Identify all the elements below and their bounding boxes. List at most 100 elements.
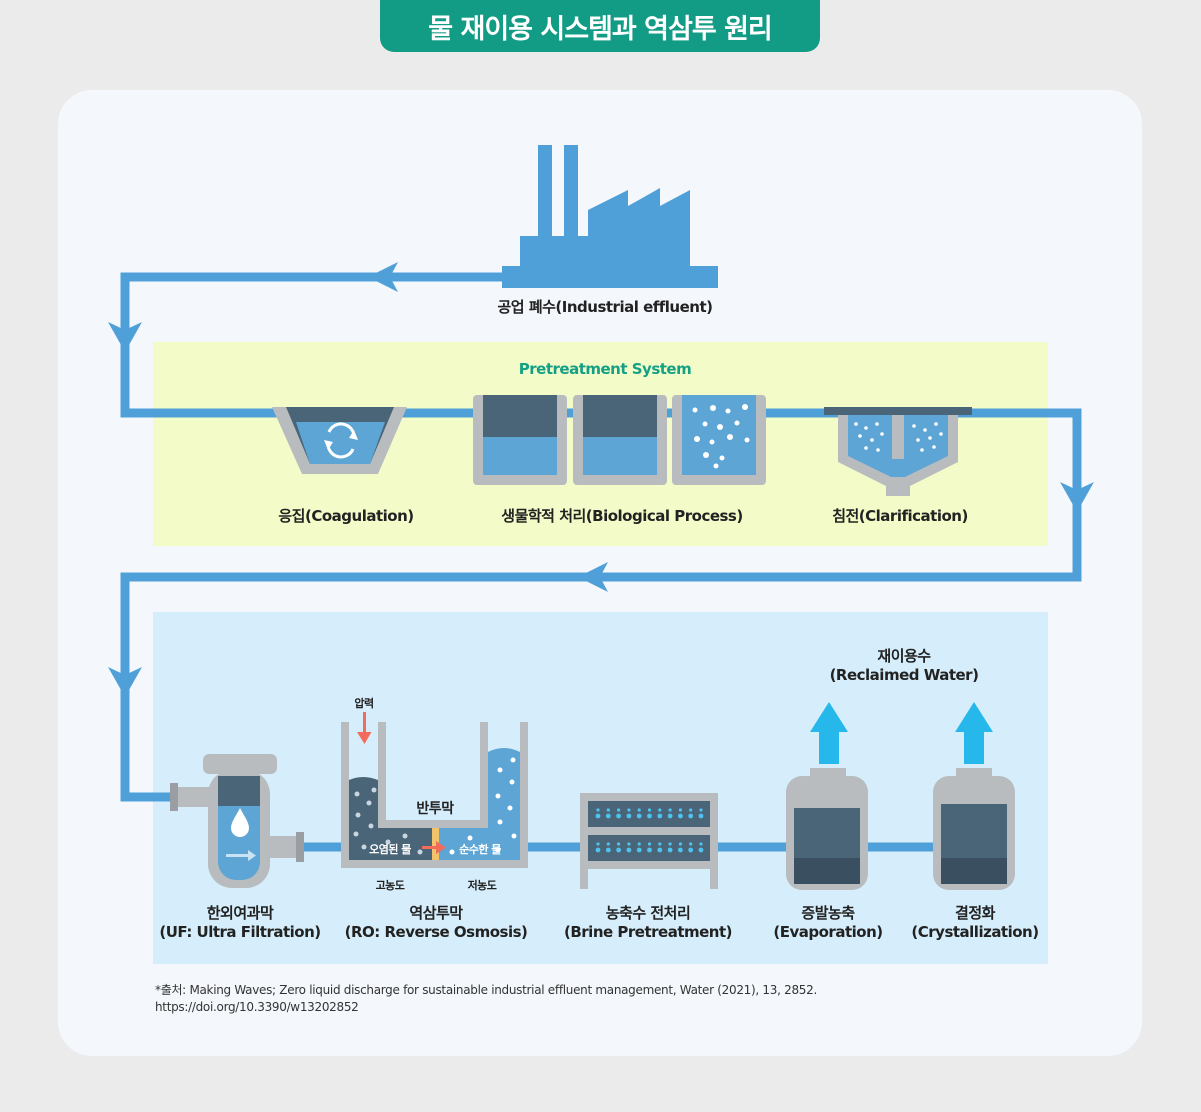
- membrane-label: 반투막: [416, 801, 454, 817]
- brine-dot: [605, 813, 611, 819]
- brine-pretreatment-unit: [580, 793, 718, 889]
- stage-en: (Brine Pretreatment): [563, 923, 733, 941]
- brine-dot: [698, 847, 704, 853]
- stage-label-ro: 역삼투막 (RO: Reverse Osmosis): [345, 904, 528, 942]
- crystallization-vessel: [933, 768, 1015, 890]
- flow-arrow-down-left-2: [108, 667, 142, 697]
- stage-ko: 증발농축: [801, 904, 855, 922]
- coagulation-label: 응집(Coagulation): [278, 507, 414, 525]
- footnote-doi: https://doi.org/10.3390/w13202852: [155, 1000, 359, 1014]
- brine-dot: [657, 813, 663, 819]
- brine-dot: [688, 847, 694, 853]
- brine-dot: [689, 808, 693, 812]
- brine-dot: [699, 842, 703, 846]
- brine-dot: [636, 813, 642, 819]
- stage-label-uf: 한외여과막 (UF: Ultra Filtration): [159, 904, 321, 942]
- brine-dot: [627, 808, 631, 812]
- stage-en: (UF: Ultra Filtration): [159, 923, 321, 941]
- brine-dot: [596, 842, 600, 846]
- flow-arrow-left-mid: [578, 562, 608, 592]
- brine-dot: [658, 842, 662, 846]
- coagulation-tank: [272, 407, 407, 474]
- brine-dot: [678, 813, 683, 819]
- stage-label-evaporation: 증발농축 (Evaporation): [773, 904, 883, 942]
- footnote-citation: *출처: Making Waves; Zero liquid discharge…: [155, 983, 817, 997]
- brine-dot: [595, 813, 601, 819]
- reclaimed-water-label: 재이용수 (Reclaimed Water): [830, 647, 979, 685]
- brine-dot: [606, 808, 610, 812]
- clarifier-tank: [824, 407, 972, 496]
- brine-dot: [616, 847, 621, 853]
- clarification-label: 침전(Clarification): [832, 507, 968, 525]
- brine-dot: [647, 847, 652, 853]
- brine-dot: [627, 842, 631, 846]
- brine-dot: [626, 813, 632, 819]
- brine-dot: [616, 813, 621, 819]
- brine-dot: [699, 808, 703, 812]
- evaporation-vessel: [786, 768, 868, 890]
- pretreatment-label: Pretreatment System: [518, 360, 692, 378]
- pure-water-label: 순수한 물: [459, 843, 501, 856]
- page-title: 물 재이용 시스템과 역삼투 원리: [380, 0, 820, 52]
- stage-label-brine: 농축수 전처리 (Brine Pretreatment): [563, 904, 733, 942]
- pressure-label: 압력: [354, 697, 374, 710]
- stage-en: (RO: Reverse Osmosis): [344, 923, 528, 941]
- brine-dot: [658, 808, 662, 812]
- flow-arrow-left-top: [368, 262, 398, 292]
- stage-ko: 한외여과막: [206, 904, 274, 922]
- stage-label-crystallization: 결정화 (Crystallization): [911, 904, 1039, 942]
- flow-arrow-icon: [422, 841, 446, 854]
- brine-dot: [698, 813, 704, 819]
- arrow-right-icon: [226, 850, 256, 861]
- reclaimed-arrow-icon-2: [955, 702, 993, 764]
- brine-dot: [667, 813, 673, 819]
- brine-dot: [657, 847, 663, 853]
- uf-filter: [170, 754, 304, 888]
- process-section: [153, 612, 1048, 964]
- stage-ko: 역삼투막: [409, 904, 463, 922]
- stage-ko: 농축수 전처리: [605, 904, 691, 922]
- flow-arrow-down-right: [1060, 482, 1094, 512]
- pipeline-arrows: [108, 262, 1094, 697]
- brine-dot: [689, 842, 693, 846]
- brine-dot: [647, 842, 652, 846]
- polluted-water-label: 오염된 물: [369, 843, 411, 856]
- factory-icon: [502, 145, 718, 288]
- source-footnote: *출처: Making Waves; Zero liquid discharge…: [155, 982, 817, 1016]
- stage-ko: 결정화: [955, 904, 995, 922]
- biological-process-label: 생물학적 처리(Biological Process): [501, 507, 743, 525]
- stage-en: (Crystallization): [911, 923, 1039, 941]
- semi-permeable-membrane: [432, 828, 439, 860]
- brine-dot: [596, 808, 600, 812]
- brine-dot: [617, 808, 621, 812]
- brine-dot: [636, 847, 642, 853]
- brine-dot: [647, 813, 652, 819]
- brine-dot: [647, 808, 652, 812]
- ro-membrane-tank: [341, 712, 528, 868]
- brine-dot: [637, 842, 641, 846]
- stage-en: (Evaporation): [773, 923, 883, 941]
- brine-dot: [617, 842, 621, 846]
- brine-dot: [678, 842, 683, 846]
- brine-dot: [606, 842, 610, 846]
- brine-dot: [678, 808, 683, 812]
- low-concentration-label: 저농도: [467, 879, 497, 892]
- brine-dot: [667, 847, 673, 853]
- pressure-arrow-icon: [357, 712, 372, 744]
- brine-dot: [688, 813, 694, 819]
- high-concentration-label: 고농도: [375, 879, 405, 892]
- brine-dot: [626, 847, 632, 853]
- brine-dot: [678, 847, 683, 853]
- brine-dots: [595, 808, 704, 853]
- brine-dot: [668, 808, 672, 812]
- brine-dot: [595, 847, 601, 853]
- brine-dot: [637, 808, 641, 812]
- biological-tanks: [473, 395, 766, 485]
- bubbles: [692, 404, 750, 469]
- water-drop-icon: [231, 808, 249, 837]
- flow-arrow-down-left: [108, 322, 142, 352]
- reclaimed-water-en: (Reclaimed Water): [829, 666, 979, 684]
- brine-dot: [605, 847, 611, 853]
- reclaimed-arrow-icon: [810, 702, 848, 764]
